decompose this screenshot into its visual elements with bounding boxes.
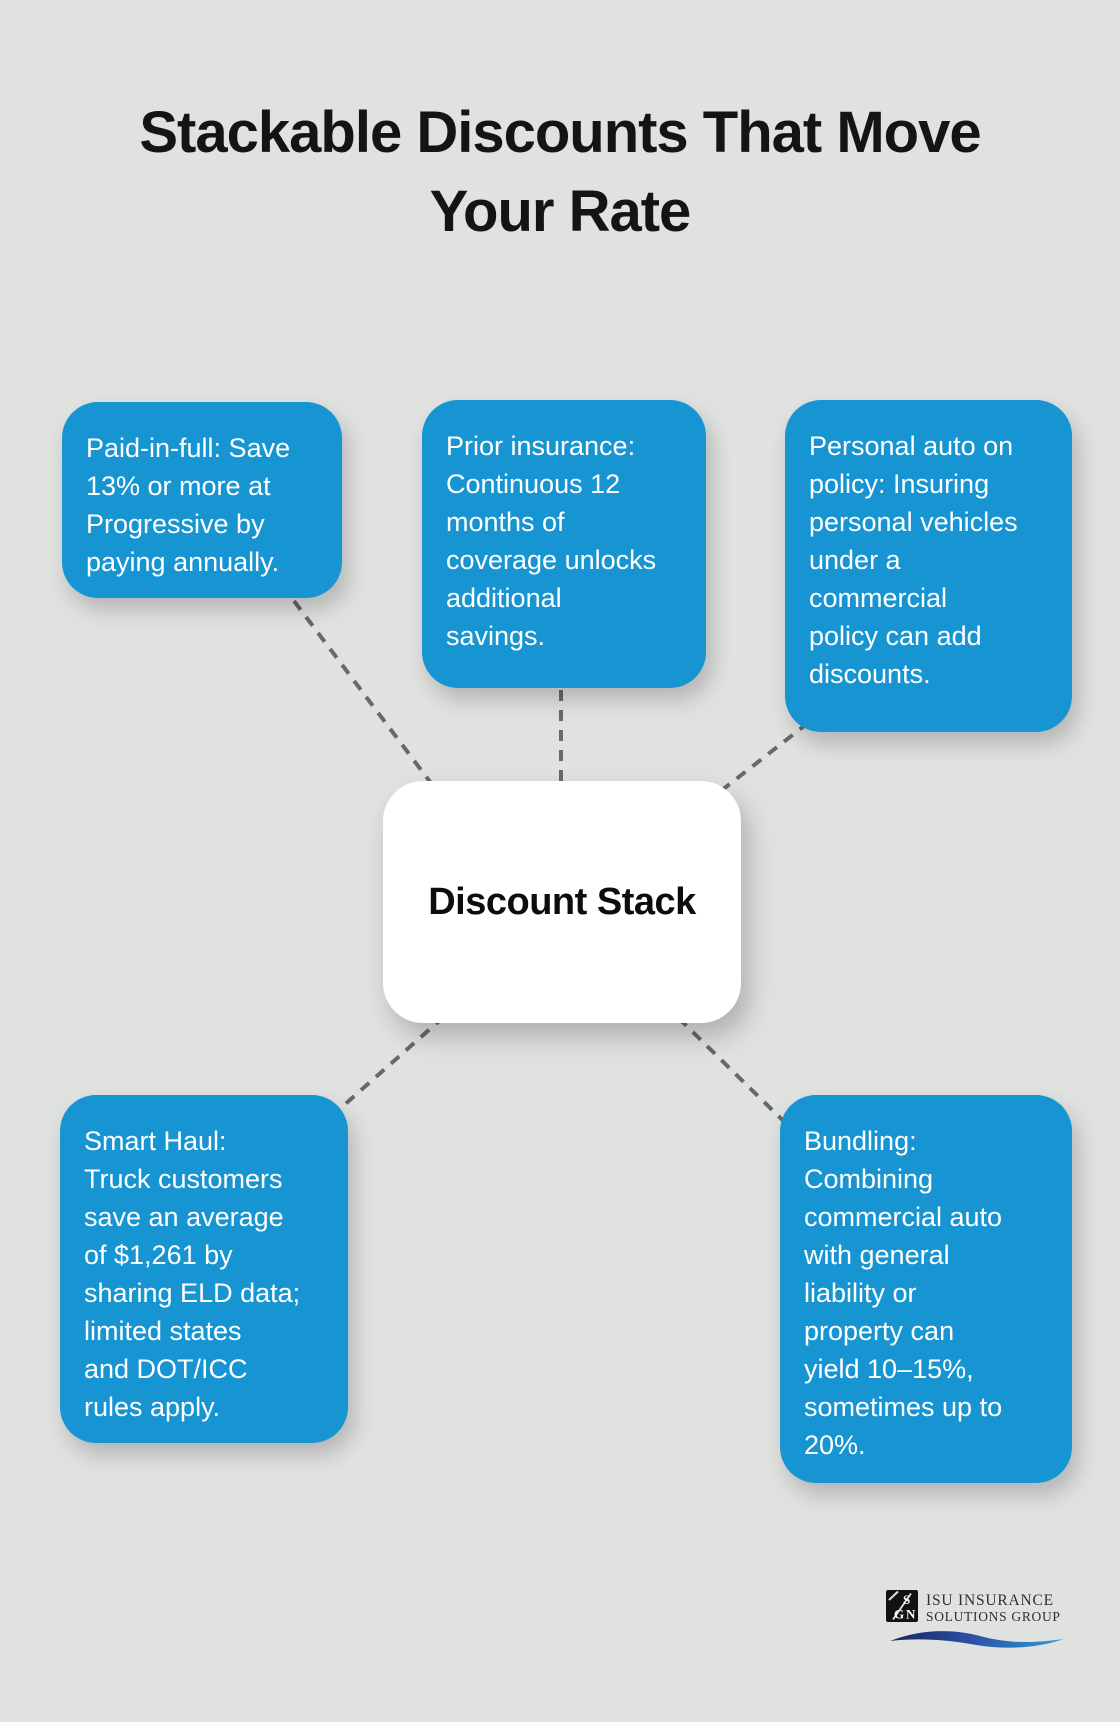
logo-mark-letter-bl: G [894, 1607, 904, 1622]
node-paid-in-full: Paid-in-full: Save 13% or more at Progre… [62, 402, 342, 598]
node-prior-insurance-text: Prior insurance: Continuous 12 months of… [446, 431, 657, 651]
logo-mark-letter-top: S [903, 1592, 910, 1607]
page-title: Stackable Discounts That Move Your Rate [139, 100, 981, 244]
brand-name-line1: ISU INSURANCE [926, 1592, 1054, 1609]
brand-name: ISU INSURANCE SOLUTIONS GROUP [926, 1590, 1061, 1624]
brand-logo-row: S G N ISU INSURANCE SOLUTIONS GROUP [886, 1590, 1086, 1624]
center-node-label: Discount Stack [428, 880, 696, 923]
node-bundling: Bundling: Combining commercial auto with… [780, 1095, 1072, 1483]
logo-mark-letter-br: N [906, 1607, 916, 1622]
brand-swoosh-icon [890, 1631, 1064, 1648]
node-personal-auto-on-policy-text: Personal auto on policy: Insuring person… [809, 431, 1018, 689]
node-smart-haul-text: Smart Haul: Truck customers save an aver… [84, 1126, 301, 1422]
brand-logo: S G N ISU INSURANCE SOLUTIONS GROUP [886, 1590, 1086, 1651]
brand-name-line2: SOLUTIONS GROUP [926, 1609, 1061, 1624]
node-bundling-text: Bundling: Combining commercial auto with… [804, 1126, 1003, 1460]
node-smart-haul: Smart Haul: Truck customers save an aver… [60, 1095, 348, 1443]
center-node: Discount Stack [383, 781, 741, 1023]
node-paid-in-full-text: Paid-in-full: Save 13% or more at Progre… [86, 433, 291, 577]
isu-logo-mark-icon: S G N [886, 1590, 918, 1622]
node-prior-insurance: Prior insurance: Continuous 12 months of… [422, 400, 706, 688]
connector-line [314, 988, 476, 1132]
node-personal-auto-on-policy: Personal auto on policy: Insuring person… [785, 400, 1072, 732]
